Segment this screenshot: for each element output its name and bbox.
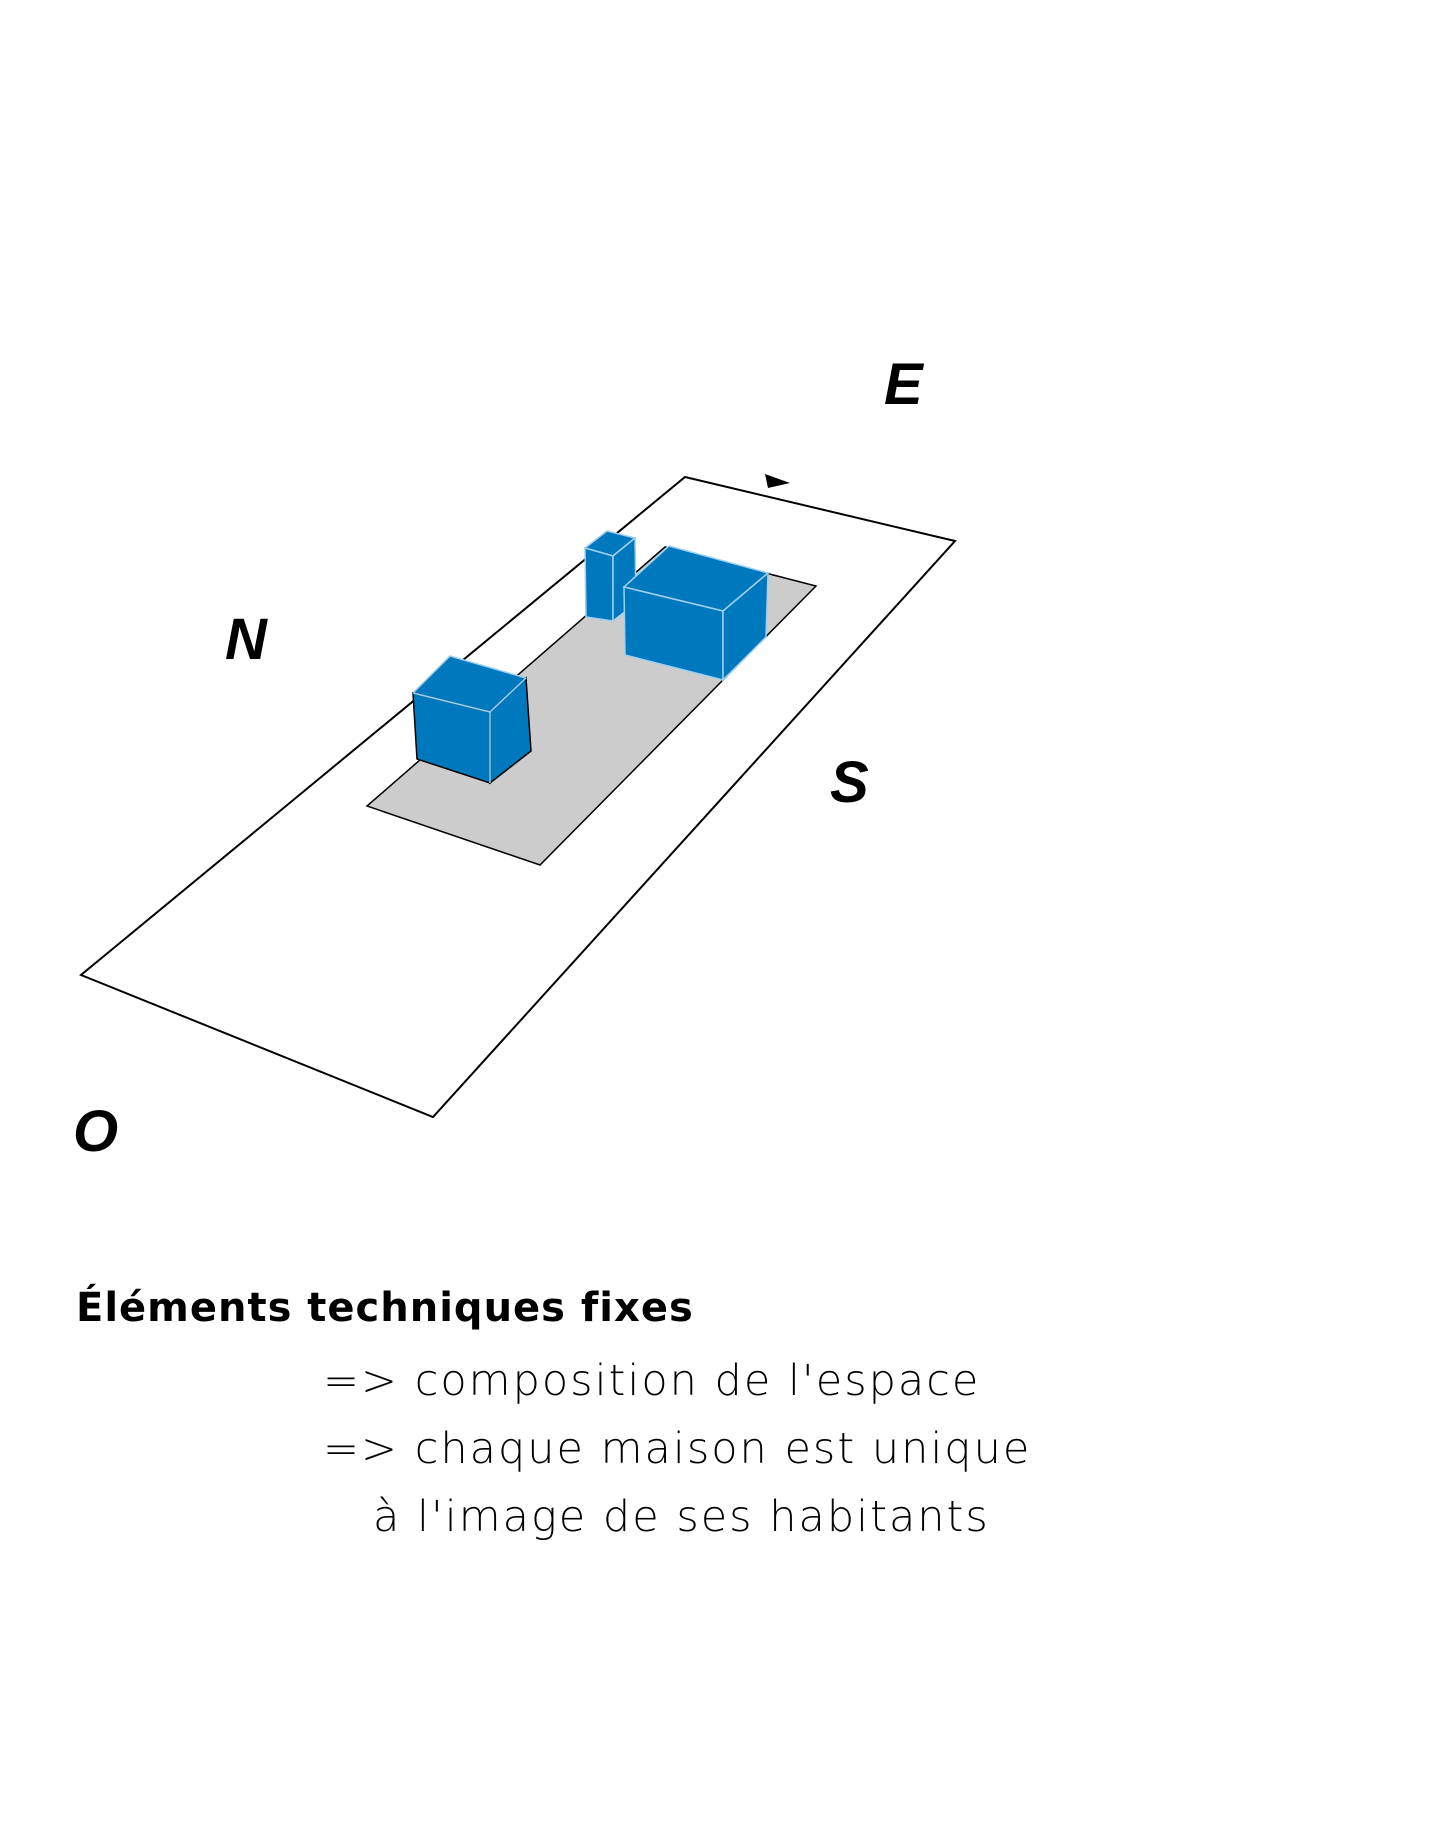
compass-north-label: N bbox=[225, 607, 268, 672]
technical-block-large bbox=[622, 545, 770, 682]
compass-south-label: S bbox=[830, 750, 869, 815]
entry-arrow-icon bbox=[765, 474, 790, 488]
compass-east-label: E bbox=[884, 352, 925, 417]
compass-west-label: O bbox=[73, 1099, 118, 1164]
technical-block-cube bbox=[411, 655, 532, 785]
